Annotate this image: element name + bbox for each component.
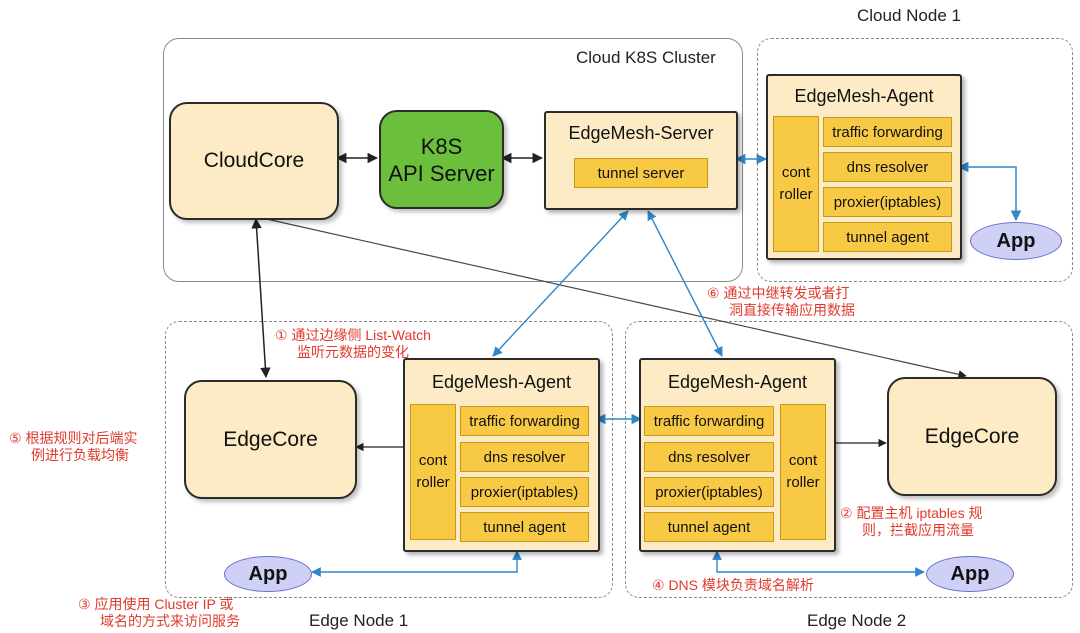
annotation-5: ⑤ 根据规则对后端实 例进行负载均衡: [9, 430, 137, 464]
edge1-agent-title: EdgeMesh-Agent: [431, 372, 572, 392]
edge-node-2-label: Edge Node 2: [807, 611, 907, 630]
annotation-2: ② 配置主机 iptables 规 则，拦截应用流量: [840, 505, 982, 539]
edgecore-1-label: EdgeCore: [223, 427, 318, 451]
annotation-4-line1: ④ DNS 模块负责域名解析: [652, 577, 814, 593]
edge1-controller-line1: cont: [418, 452, 448, 469]
edge2-controller-line1: cont: [788, 452, 818, 469]
edgecore-2-box: EdgeCore: [887, 377, 1057, 496]
edgemesh-server-panel: EdgeMesh-Server tunnel server: [544, 111, 738, 210]
cloud-proxier-module: proxier(iptables): [823, 187, 952, 217]
edge2-app-node: App: [926, 556, 1014, 592]
api-server-line1: K8S: [420, 133, 463, 159]
annotation-6-line1: ⑥ 通过中继转发或者打: [707, 285, 850, 301]
annotation-1: ① 通过边缘侧 List-Watch 监听元数据的变化: [275, 327, 431, 361]
annotation-3-line1: ③ 应用使用 Cluster IP 或: [78, 596, 234, 612]
annotation-1-line1: ① 通过边缘侧 List-Watch: [275, 327, 431, 343]
edge-node-2-region: [625, 321, 1073, 598]
annotation-5-line1: ⑤ 根据规则对后端实: [9, 430, 138, 446]
edge2-controller-line2: roller: [786, 474, 820, 491]
tunnel-server-module: tunnel server: [574, 158, 708, 188]
cloud-edgemesh-agent-panel: EdgeMesh-Agent cont roller traffic forwa…: [766, 74, 962, 260]
edge2-dns-resolver-module: dns resolver: [644, 442, 774, 472]
annotation-2-line1: ② 配置主机 iptables 规: [840, 505, 983, 521]
cloud-node-1-label: Cloud Node 1: [857, 6, 961, 25]
dns-resolver-app-arrow: [957, 161, 1022, 222]
edge2-traffic-forwarding-module: traffic forwarding: [644, 406, 774, 436]
edge1-dns-resolver-module: dns resolver: [460, 442, 589, 472]
annotation-3-line2: 域名的方式来访问服务: [100, 613, 240, 629]
cloud-tunnel-agent-module: tunnel agent: [823, 222, 952, 252]
cloud-k8s-cluster-label: Cloud K8S Cluster: [576, 48, 716, 67]
cloud-controller-line1: cont: [781, 164, 811, 181]
edge1-tunnel-agent-module: tunnel agent: [460, 512, 589, 542]
api-server-line2: API Server: [388, 160, 495, 186]
edge1-proxier-module: proxier(iptables): [460, 477, 589, 507]
cloud-dns-resolver-module: dns resolver: [823, 152, 952, 182]
cloud-agent-title: EdgeMesh-Agent: [794, 86, 934, 106]
annotation-3: ③ 应用使用 Cluster IP 或 域名的方式来访问服务: [78, 596, 240, 630]
annotation-4: ④ DNS 模块负责域名解析: [652, 577, 814, 594]
annotation-6: ⑥ 通过中继转发或者打 洞直接传输应用数据: [707, 285, 855, 319]
edge2-tunnel-agent-module: tunnel agent: [644, 512, 774, 542]
server-agent2-arrow: [647, 210, 723, 357]
cloud-agent-controller: cont roller: [773, 116, 819, 252]
edgecore-2-label: EdgeCore: [924, 424, 1020, 448]
edge2-edgemesh-agent-panel: EdgeMesh-Agent traffic forwarding dns re…: [639, 358, 836, 552]
edge1-agent-controller: cont roller: [410, 404, 456, 540]
edgecore-1-box: EdgeCore: [184, 380, 357, 499]
edge1-controller-line2: roller: [416, 474, 450, 491]
edge2-agent-title: EdgeMesh-Agent: [667, 372, 808, 392]
cloudcore-edgecore1-arrow: [251, 217, 271, 379]
edge1-edgemesh-agent-panel: EdgeMesh-Agent cont roller traffic forwa…: [403, 358, 600, 552]
annotation-5-line2: 例进行负载均衡: [31, 447, 129, 463]
cloud-app-node: App: [970, 222, 1062, 260]
edge2-agent-controller: cont roller: [780, 404, 826, 540]
edge1-traffic-forwarding-module: traffic forwarding: [460, 406, 589, 436]
edge-node-1-label: Edge Node 1: [309, 611, 409, 630]
edge2-proxier-module: proxier(iptables): [644, 477, 774, 507]
annotation-2-line2: 则，拦截应用流量: [862, 522, 974, 538]
server-agent1-arrow: [492, 210, 629, 357]
annotation-1-line2: 监听元数据的变化: [297, 344, 409, 360]
edge-node-1-region: [165, 321, 613, 598]
annotation-6-line2: 洞直接传输应用数据: [729, 302, 855, 318]
cloud-controller-line2: roller: [779, 186, 813, 203]
cloudcore-box: CloudCore: [169, 102, 339, 220]
k8s-api-server-box: K8S API Server: [379, 110, 504, 209]
app1-agent1-arrow: [311, 550, 522, 577]
cloud-traffic-forwarding-module: traffic forwarding: [823, 117, 952, 147]
edgemesh-server-title: EdgeMesh-Server: [568, 123, 714, 143]
edge1-app-node: App: [224, 556, 312, 592]
agent2-app2-arrow: [712, 550, 925, 577]
cloudcore-label: CloudCore: [203, 149, 305, 172]
